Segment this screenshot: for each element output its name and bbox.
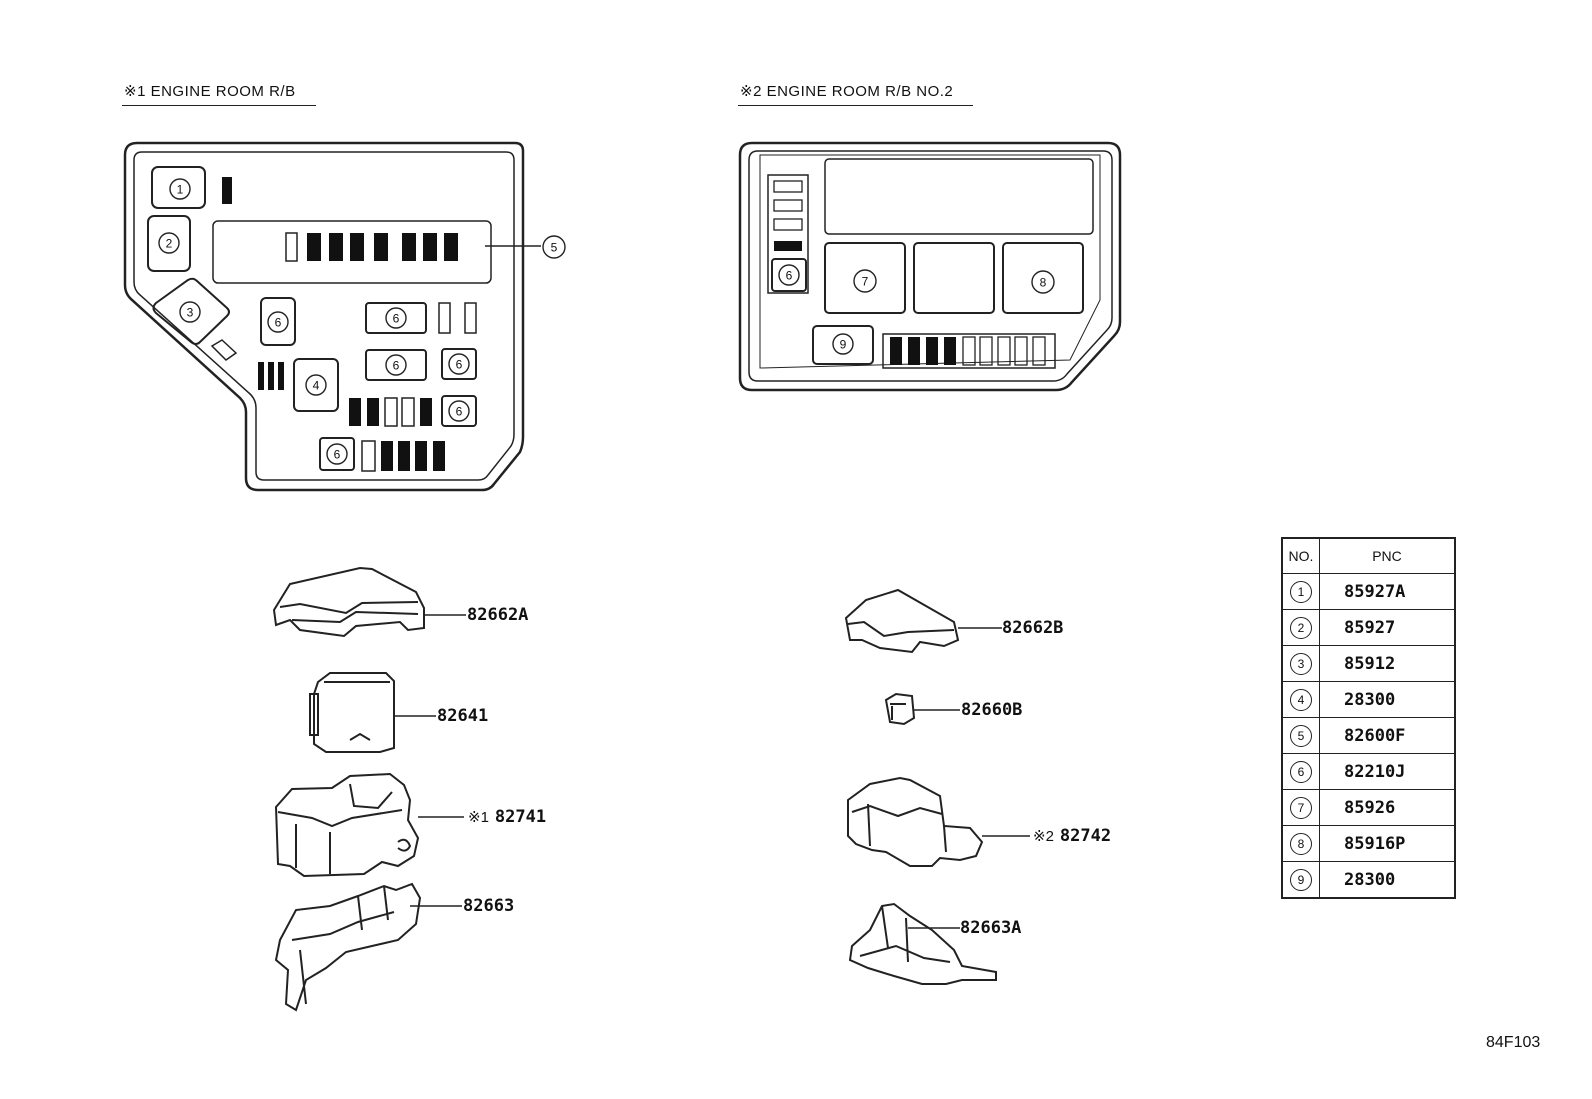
header-engine-room-rb-no2: ※2 ENGINE ROOM R/B NO.2 xyxy=(738,82,974,106)
callout-7: 7 xyxy=(853,269,877,293)
part-label-82662A: 82662A xyxy=(467,605,529,625)
part-label-82662B: 82662B xyxy=(1002,618,1064,638)
part-number-82742: 82742 xyxy=(1059,826,1112,846)
table-row: 2 85927 xyxy=(1281,609,1456,646)
callout-4: 4 xyxy=(305,374,327,396)
svg-text:7: 7 xyxy=(862,275,869,289)
callout-8: 8 xyxy=(1031,270,1055,294)
callout-6f: 6 xyxy=(326,443,348,465)
table-row: 1 85927A xyxy=(1281,573,1456,610)
column-header-pnc: PNC xyxy=(1319,537,1456,574)
box-82741-drawing xyxy=(274,772,420,878)
row-number: 2 xyxy=(1290,616,1312,639)
row-pnc: 85912 xyxy=(1319,645,1456,682)
row-pnc: 28300 xyxy=(1319,681,1456,718)
diagram-code: 84F103 xyxy=(1486,1034,1541,1051)
callout-6-rb2: 6 xyxy=(778,264,800,286)
row-pnc: 82210J xyxy=(1319,753,1456,790)
callout-6c: 6 xyxy=(385,354,407,376)
row-number: 6 xyxy=(1290,760,1312,783)
relay-block-1 xyxy=(123,141,525,492)
part-label-82660B: 82660B xyxy=(961,700,1023,720)
row-pnc: 28300 xyxy=(1319,861,1456,899)
table-header-row: NO. PNC xyxy=(1281,537,1456,574)
cover-82662A-drawing xyxy=(272,566,425,638)
svg-text:5: 5 xyxy=(551,241,558,255)
row-pnc: 85926 xyxy=(1319,789,1456,826)
callout-5: 5 xyxy=(542,235,566,259)
table-row: 3 85912 xyxy=(1281,645,1456,682)
relay-block-2 xyxy=(738,141,1122,392)
fuse-group-rb2 xyxy=(774,241,956,365)
svg-text:6: 6 xyxy=(786,269,793,283)
part-label-82742: ※2 82742 xyxy=(1033,826,1111,847)
box-82742-drawing xyxy=(847,776,984,867)
callout-6e: 6 xyxy=(448,400,470,422)
part-label-82641: 82641 xyxy=(437,706,489,726)
part-number-82741: 82741 xyxy=(494,807,547,827)
table-row: 9 28300 xyxy=(1281,861,1456,899)
row-number: 4 xyxy=(1290,688,1312,711)
note-mark-2: ※2 xyxy=(1033,828,1054,845)
table-row: 4 28300 xyxy=(1281,681,1456,718)
cover-82662B-drawing xyxy=(844,588,960,654)
row-number: 9 xyxy=(1290,868,1312,891)
callout-1: 1 xyxy=(169,178,191,200)
part-label-82741: ※1 82741 xyxy=(468,807,546,828)
svg-text:8: 8 xyxy=(1040,276,1047,290)
table-row: 5 82600F xyxy=(1281,717,1456,754)
row-number: 1 xyxy=(1290,580,1312,603)
part-label-82663: 82663 xyxy=(463,896,515,916)
callouts-rb2: 6 7 8 9 xyxy=(778,264,1055,355)
svg-text:6: 6 xyxy=(456,405,463,419)
callout-6d: 6 xyxy=(448,353,470,375)
svg-text:6: 6 xyxy=(393,359,400,373)
svg-text:3: 3 xyxy=(187,306,194,320)
row-pnc: 85916P xyxy=(1319,825,1456,862)
row-pnc: 85927A xyxy=(1319,573,1456,610)
note-mark-1: ※1 xyxy=(468,809,489,826)
column-header-no: NO. xyxy=(1281,537,1320,574)
header-engine-room-rb: ※1 ENGINE ROOM R/B xyxy=(122,82,316,106)
callout-2: 2 xyxy=(158,232,180,254)
svg-text:6: 6 xyxy=(275,316,282,330)
svg-text:6: 6 xyxy=(393,312,400,326)
svg-text:6: 6 xyxy=(456,358,463,372)
row-number: 5 xyxy=(1290,724,1312,747)
row-number: 8 xyxy=(1290,832,1312,855)
svg-text:9: 9 xyxy=(840,338,847,352)
part-label-82663A: 82663A xyxy=(960,918,1022,938)
svg-text:1: 1 xyxy=(177,183,184,197)
block-82641-drawing xyxy=(309,672,395,753)
callout-3: 3 xyxy=(179,301,201,323)
table-row: 7 85926 xyxy=(1281,789,1456,826)
row-pnc: 82600F xyxy=(1319,717,1456,754)
tray-82663-drawing xyxy=(274,882,422,1012)
connector-82660B-drawing xyxy=(884,692,916,726)
row-number: 3 xyxy=(1290,652,1312,675)
callout-6b: 6 xyxy=(385,307,407,329)
svg-text:6: 6 xyxy=(334,448,341,462)
callout-9: 9 xyxy=(832,333,854,355)
callout-6a: 6 xyxy=(267,311,289,333)
callouts-rb1: 1 2 3 4 5 6 6 6 6 6 6 xyxy=(158,178,566,465)
row-pnc: 85927 xyxy=(1319,609,1456,646)
fuse-group-rb1 xyxy=(222,177,458,471)
svg-text:2: 2 xyxy=(166,237,173,251)
svg-text:4: 4 xyxy=(313,379,320,393)
table-row: 6 82210J xyxy=(1281,753,1456,790)
table-row: 8 85916P xyxy=(1281,825,1456,862)
row-number: 7 xyxy=(1290,796,1312,819)
tray-82663A-drawing xyxy=(848,902,997,985)
